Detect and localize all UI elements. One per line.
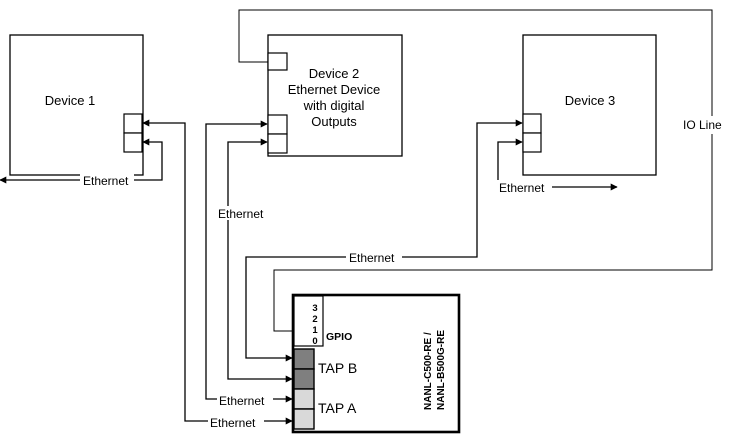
device-2-label-line2: Ethernet Device [288, 82, 381, 97]
io-line-label: IO Line [683, 118, 722, 132]
gpio-label: GPIO [326, 331, 352, 343]
io-line-wire [238, 9, 713, 332]
device-2-label-line1: Device 2 [309, 66, 360, 81]
gpio-pin-1: 1 [312, 325, 318, 336]
ethernet-wire-device3-out [497, 138, 618, 191]
network-tap: 3 2 1 0 GPIO TAP B TAP A NANL-C500-RE / … [291, 293, 461, 434]
device-2-label-line4: Outputs [311, 114, 357, 129]
device-2-label-line3: with digital [303, 98, 365, 113]
tap-b-port-1 [293, 348, 315, 370]
gpio-pin-0: 0 [312, 336, 317, 347]
ethernet-label-device2: Ethernet [218, 207, 264, 221]
gpio-pin-3: 3 [312, 303, 317, 314]
tap-a-port-1 [293, 388, 315, 410]
connection-labels: Ethernet Ethernet Ethernet Ethernet Ethe… [80, 116, 732, 430]
ethernet-label-device3-out: Ethernet [499, 181, 545, 195]
device-3: Device 3 [522, 34, 657, 176]
ethernet-label-tapa-2: Ethernet [210, 416, 256, 430]
gpio-connector [293, 295, 324, 347]
device-1-port-b [123, 132, 143, 153]
ethernet-wire-device2b-tapb [227, 138, 293, 383]
ethernet-label-tapa-1: Ethernet [219, 394, 265, 408]
gpio-pin-2: 2 [312, 314, 317, 325]
device-2-digital-output-port [267, 52, 288, 71]
ethernet-wire-device1-tapa [142, 119, 293, 425]
ethernet-label-device3-tap: Ethernet [349, 251, 395, 265]
device-3-label: Device 3 [565, 93, 616, 108]
device-2-port-a [267, 114, 288, 135]
device-1-port-a [123, 113, 143, 134]
tap-model-line1: NANL-C500-RE / [423, 332, 434, 410]
ethernet-label-device1: Ethernet [83, 174, 129, 188]
tap-a-label: TAP A [318, 400, 357, 416]
tap-model-line2: NANL-B500G-RE [436, 330, 447, 410]
tap-b-port-2 [293, 368, 315, 390]
device-3-port-b [522, 132, 542, 153]
device-2-port-b [267, 133, 288, 154]
device-3-port-a [522, 113, 542, 134]
device-1-label: Device 1 [45, 93, 96, 108]
device-1: Device 1 [9, 34, 144, 176]
tap-b-label: TAP B [318, 360, 357, 376]
device-2: Device 2 Ethernet Device with digital Ou… [267, 34, 403, 157]
tap-a-port-2 [293, 408, 315, 430]
